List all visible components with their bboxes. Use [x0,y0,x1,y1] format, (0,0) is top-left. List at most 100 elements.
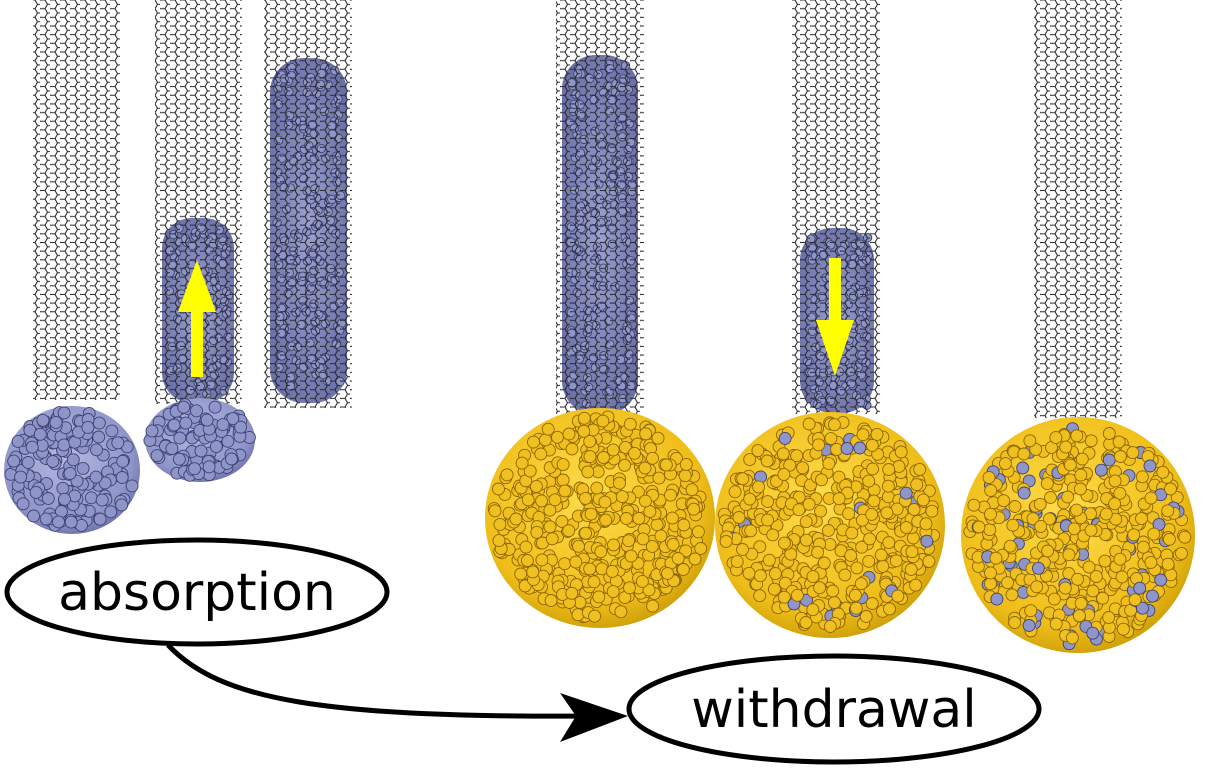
atom [1147,527,1161,541]
atom [796,461,810,475]
atom [492,534,506,548]
atom [730,555,744,569]
atom [21,456,35,469]
atom [95,493,109,507]
atom [1178,530,1192,544]
atom [177,400,191,414]
atom [691,525,705,539]
atom [909,578,923,592]
atom [905,545,919,559]
atom [1040,477,1054,491]
atom [1108,474,1122,488]
atom [1127,528,1141,542]
atom [543,520,557,534]
atom [29,485,43,499]
atom [802,417,816,431]
atom [827,596,841,609]
atom [768,567,782,581]
atom [202,460,216,474]
flow-arrow-up-icon [178,260,216,377]
atom [822,457,836,471]
atom [783,458,797,472]
atom [650,518,664,532]
atom [1135,512,1148,526]
atom [989,551,1003,565]
atom [33,427,47,441]
atom [967,498,981,512]
atom [1024,604,1038,618]
atom [899,486,913,500]
atom [1041,544,1055,558]
atom [736,543,749,556]
atom [90,443,103,457]
nanotube [1034,0,1122,418]
flow-arrow-down-icon [816,258,854,376]
atom [527,435,540,449]
atom [1074,468,1088,482]
atom [125,479,139,493]
atom [25,440,39,454]
atom [618,458,632,472]
droplet-atoms [143,398,256,482]
atom [234,420,248,434]
atom [638,494,652,508]
atom [990,592,1004,606]
atom [863,532,877,546]
atom [172,452,186,466]
atom [821,524,835,537]
atom [1162,532,1176,546]
atom [838,568,852,582]
atom [636,532,650,546]
atom [635,574,649,588]
atom [853,441,867,455]
atom [628,446,641,460]
atom [753,540,767,554]
atom [687,502,701,516]
atom [179,416,193,430]
atom [671,552,685,565]
atom [1099,507,1113,521]
atom [880,506,894,520]
atom [11,434,25,448]
atom [588,609,602,623]
atom [753,569,767,583]
atom [1089,570,1103,584]
atom [1059,440,1073,454]
atom [849,601,863,615]
absorption-oval [4,537,390,647]
withdrawal-oval [626,653,1042,765]
atom [742,566,756,580]
atom [997,494,1011,508]
atom [743,492,757,506]
atom [1017,447,1031,461]
atom [190,404,203,418]
atom [866,462,880,476]
atom [1001,576,1015,590]
atom [488,504,502,518]
atom [577,424,591,438]
atom [665,511,679,525]
atom [876,559,890,573]
atom [115,471,129,484]
atom [1067,522,1081,536]
atom [678,469,692,483]
atom [811,545,825,559]
atom [1084,523,1098,537]
atom [777,536,791,550]
atom [677,518,691,532]
atom [679,457,693,471]
atom [534,447,548,461]
panel-absorption-2 [143,0,256,482]
withdrawal-label: withdrawal [626,653,1042,765]
atom [16,497,30,511]
atom [1075,452,1089,466]
atom [806,570,820,584]
atom [116,454,130,468]
atom [983,523,997,537]
atom [998,457,1012,471]
atom [867,494,881,508]
atom [753,589,767,603]
atom [1017,486,1031,500]
nanotube [264,0,352,408]
atom [792,503,806,517]
